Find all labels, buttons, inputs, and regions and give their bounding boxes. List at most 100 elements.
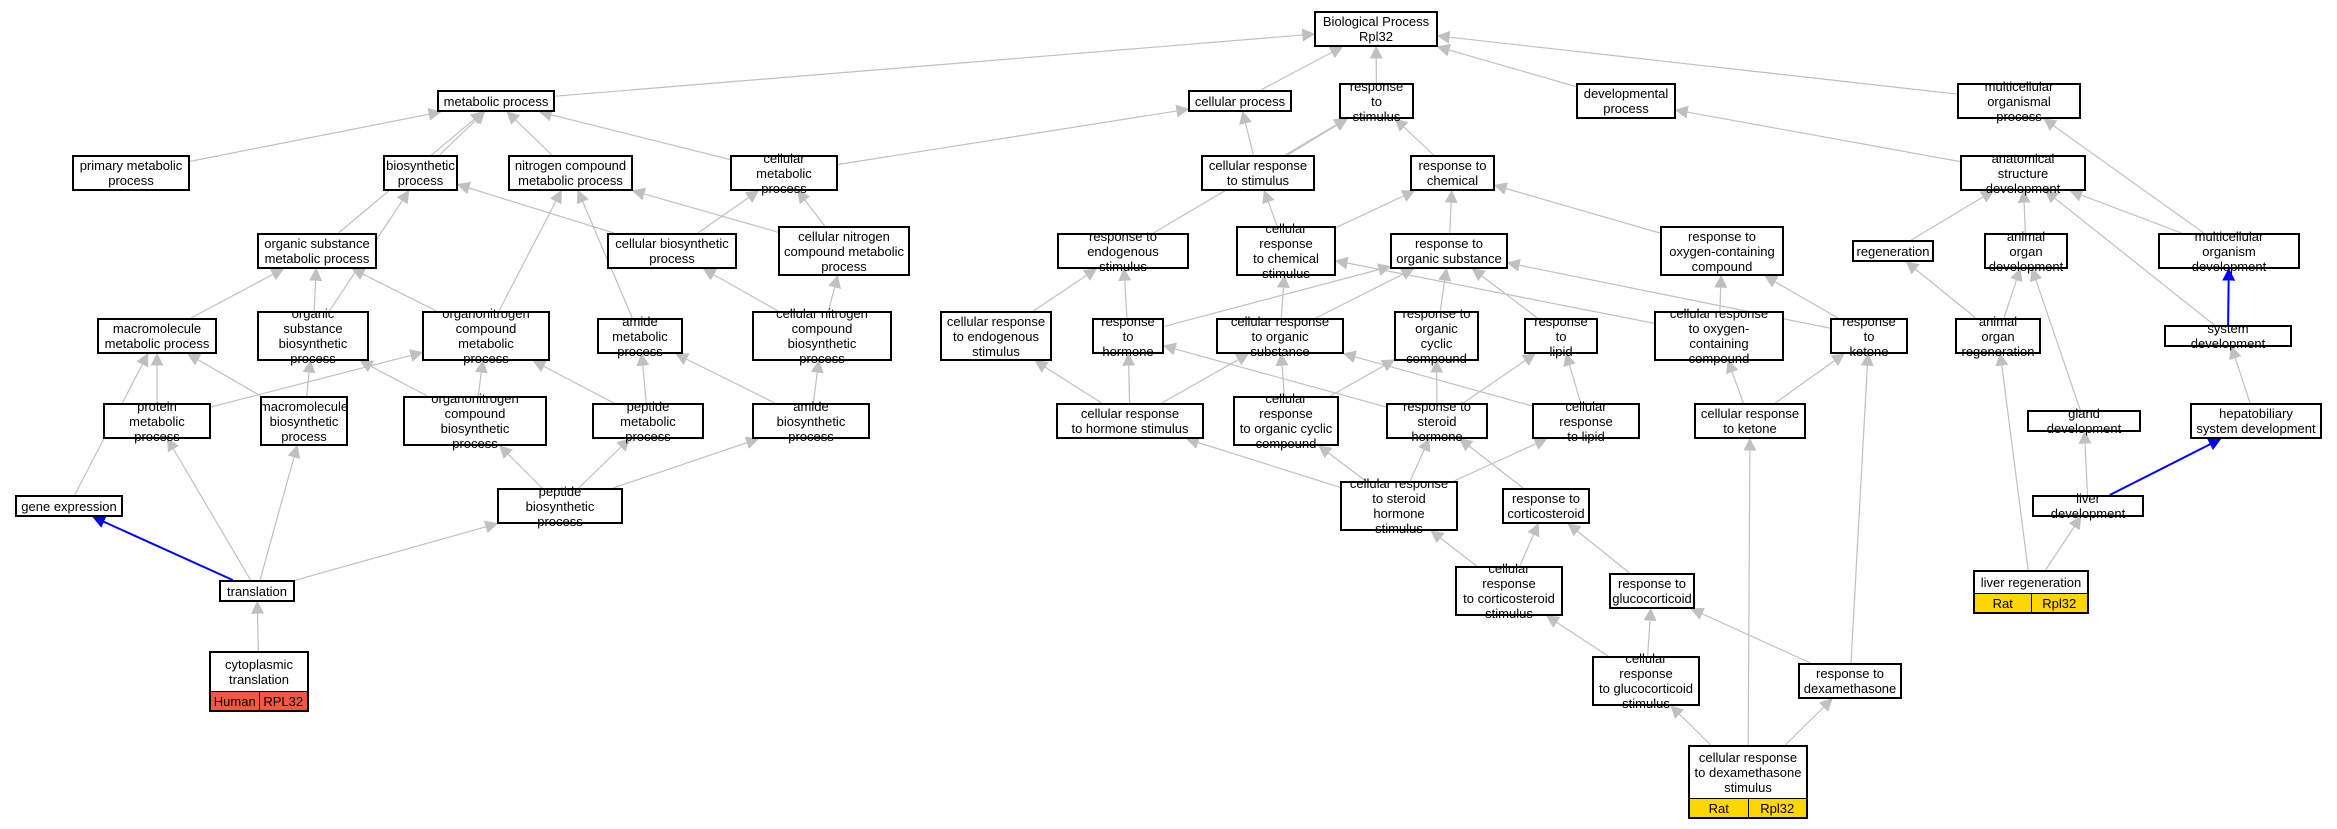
node-osmet[interactable]: organic substance metabolic process xyxy=(257,233,377,269)
node-label: response to oxygen-containing compound xyxy=(1669,228,1775,274)
node-crcort[interactable]: cellular response to corticosteroid stim… xyxy=(1455,561,1563,621)
node-crlipid[interactable]: cellular response to lipid xyxy=(1532,399,1640,444)
edge-onbio-to-onmet xyxy=(474,359,488,397)
edge-crcort-to-crster xyxy=(1430,530,1478,567)
node-label: animal organ development xyxy=(1988,228,2064,274)
node-crgluco[interactable]: cellular response to glucocorticoid stim… xyxy=(1592,651,1700,711)
node-amidebio[interactable]: amide biosynthetic process xyxy=(752,399,870,444)
node-aodev[interactable]: animal organ development xyxy=(1984,229,2068,274)
node-rocc[interactable]: response to organic cyclic compound xyxy=(1394,306,1479,366)
node-rcort[interactable]: response to corticosteroid xyxy=(1502,488,1590,524)
node-rster[interactable]: response to steroid hormone xyxy=(1386,399,1488,444)
edge-crchem-to-rchem xyxy=(1335,190,1416,229)
node-cellproc[interactable]: cellular process xyxy=(1188,90,1292,112)
edge-transl-to-macrobio xyxy=(259,444,301,581)
node-cellmet[interactable]: cellular metabolic process xyxy=(730,151,838,196)
node-respstim[interactable]: response to stimulus xyxy=(1339,79,1414,124)
node-aoregen[interactable]: animal organ regeneration xyxy=(1955,314,2041,359)
node-geneexp[interactable]: gene expression xyxy=(15,495,123,517)
node-cncbio[interactable]: cellular nitrogen compound biosynthetic … xyxy=(752,306,892,366)
edge-cncmet-to-ncmet xyxy=(631,187,779,233)
node-crhorm[interactable]: cellular response to hormone stimulus xyxy=(1056,403,1204,439)
edge-macromet-to-osmet xyxy=(190,268,285,319)
node-sysdev[interactable]: system development xyxy=(2164,321,2292,351)
node-label: cellular response to steroid hormone sti… xyxy=(1349,476,1449,536)
node-multiorg[interactable]: multicellular organismal process xyxy=(1957,79,2081,124)
edge-crketone-to-croxy xyxy=(1726,359,1744,404)
node-ncmet[interactable]: nitrogen compound metabolic process xyxy=(508,155,633,191)
node-bp[interactable]: Biological Process Rpl32 xyxy=(1314,11,1438,47)
node-mcodev[interactable]: multicellular organism development xyxy=(2158,229,2300,274)
node-crstim[interactable]: cellular response to stimulus xyxy=(1201,155,1315,191)
node-label: cellular response to organic cyclic comp… xyxy=(1239,391,1333,451)
node-label: response to lipid xyxy=(1534,313,1588,359)
edge-rhorm-to-rendo xyxy=(1118,267,1132,319)
node-pepmet[interactable]: peptide metabolic process xyxy=(592,399,704,444)
node-biosyn[interactable]: biosynthetic process xyxy=(383,155,458,191)
node-cncmet[interactable]: cellular nitrogen compound metabolic pro… xyxy=(778,226,910,276)
edge-crendo-to-rendo xyxy=(1033,268,1098,312)
node-label: cellular metabolic process xyxy=(756,150,812,196)
node-label: primary metabolic process xyxy=(79,158,183,188)
node-crendo[interactable]: cellular response to endogenous stimulus xyxy=(940,311,1052,361)
node-label: response to organic cyclic compound xyxy=(1402,306,1471,366)
edge-rgluco-to-rcort xyxy=(1567,523,1630,574)
node-metabolic[interactable]: metabolic process xyxy=(437,90,555,112)
node-amidemet[interactable]: amide metabolic process xyxy=(597,314,683,359)
node-rhorm[interactable]: response to hormone xyxy=(1092,314,1164,359)
node-osbiosyn[interactable]: organic substance biosynthetic process xyxy=(257,306,369,366)
node-crocc[interactable]: cellular response to organic cyclic comp… xyxy=(1233,391,1339,451)
node-asdev[interactable]: anatomical structure development xyxy=(1960,151,2086,196)
node-regen[interactable]: regeneration xyxy=(1852,240,1934,262)
node-macromet[interactable]: macromolecule metabolic process xyxy=(97,318,217,354)
node-pepbio[interactable]: peptide biosynthetic process xyxy=(497,484,623,529)
node-devproc[interactable]: developmental process xyxy=(1576,83,1676,119)
edge-crlipid-to-rlipid xyxy=(1563,352,1582,404)
node-transl[interactable]: translation xyxy=(219,580,295,602)
edge-transl-to-geneexp xyxy=(92,515,234,581)
node-cbiosyn[interactable]: cellular biosynthetic process xyxy=(607,233,737,269)
node-primmet[interactable]: primary metabolic process xyxy=(72,155,190,191)
node-hepdev[interactable]: hepatobiliary system development xyxy=(2190,403,2322,439)
node-rdex[interactable]: response to dexamethasone xyxy=(1798,663,1902,699)
edge-osbiosyn-to-osmet xyxy=(309,267,323,312)
node-liverdev[interactable]: liver development xyxy=(2032,491,2144,521)
edge-amidebio-to-amidemet xyxy=(675,353,776,404)
node-croxy[interactable]: cellular response to oxygen-containing c… xyxy=(1654,306,1784,366)
node-label: cellular nitrogen compound metabolic pro… xyxy=(784,228,904,274)
node-crchem[interactable]: cellular response to chemical stimulus xyxy=(1236,221,1336,281)
edge-rster-to-rlipid xyxy=(1462,353,1536,404)
node-glanddev[interactable]: gland development xyxy=(2027,406,2141,436)
edge-regen-to-asdev xyxy=(1911,190,1995,241)
edge-primmet-to-metabolic xyxy=(189,107,442,162)
node-label: response to hormone xyxy=(1101,313,1155,359)
node-rendo[interactable]: response to endogenous stimulus xyxy=(1057,229,1189,274)
node-crorg[interactable]: cellular response to organic substance xyxy=(1216,314,1344,359)
node-rketone[interactable]: response to ketone xyxy=(1830,314,1908,359)
node-rlipid[interactable]: response to lipid xyxy=(1524,314,1598,359)
node-label: response to endogenous stimulus xyxy=(1087,228,1159,274)
node-rchem[interactable]: response to chemical xyxy=(1410,155,1495,191)
node-label: macromolecule metabolic process xyxy=(104,321,210,351)
node-rorg[interactable]: response to organic substance xyxy=(1390,233,1508,269)
node-macrobio[interactable]: macromolecule biosynthetic process xyxy=(260,396,348,446)
node-onmet[interactable]: organonitrogen compound metabolic proces… xyxy=(422,306,550,366)
node-crster[interactable]: cellular response to steroid hormone sti… xyxy=(1340,476,1458,536)
node-protmet[interactable]: protein metabolic process xyxy=(103,399,211,444)
node-crdex[interactable]: cellular response to dexamethasone stimu… xyxy=(1688,745,1808,819)
node-label: protein metabolic process xyxy=(129,398,185,444)
edge-crster-to-crlipid xyxy=(1453,437,1548,482)
edge-macrobio-to-osbiosyn xyxy=(302,359,316,397)
node-roxy[interactable]: response to oxygen-containing compound xyxy=(1660,226,1784,276)
node-label: animal organ regeneration xyxy=(1961,313,2035,359)
node-onbio[interactable]: organonitrogen compound biosynthetic pro… xyxy=(403,391,547,451)
edge-aodev-to-asdev xyxy=(2017,189,2031,234)
node-rgluco[interactable]: response to glucocorticoid xyxy=(1609,573,1695,609)
edge-onmet-to-osmet xyxy=(351,268,437,312)
node-label: response to glucocorticoid xyxy=(1612,576,1692,606)
node-crketone[interactable]: cellular response to ketone xyxy=(1694,403,1806,439)
